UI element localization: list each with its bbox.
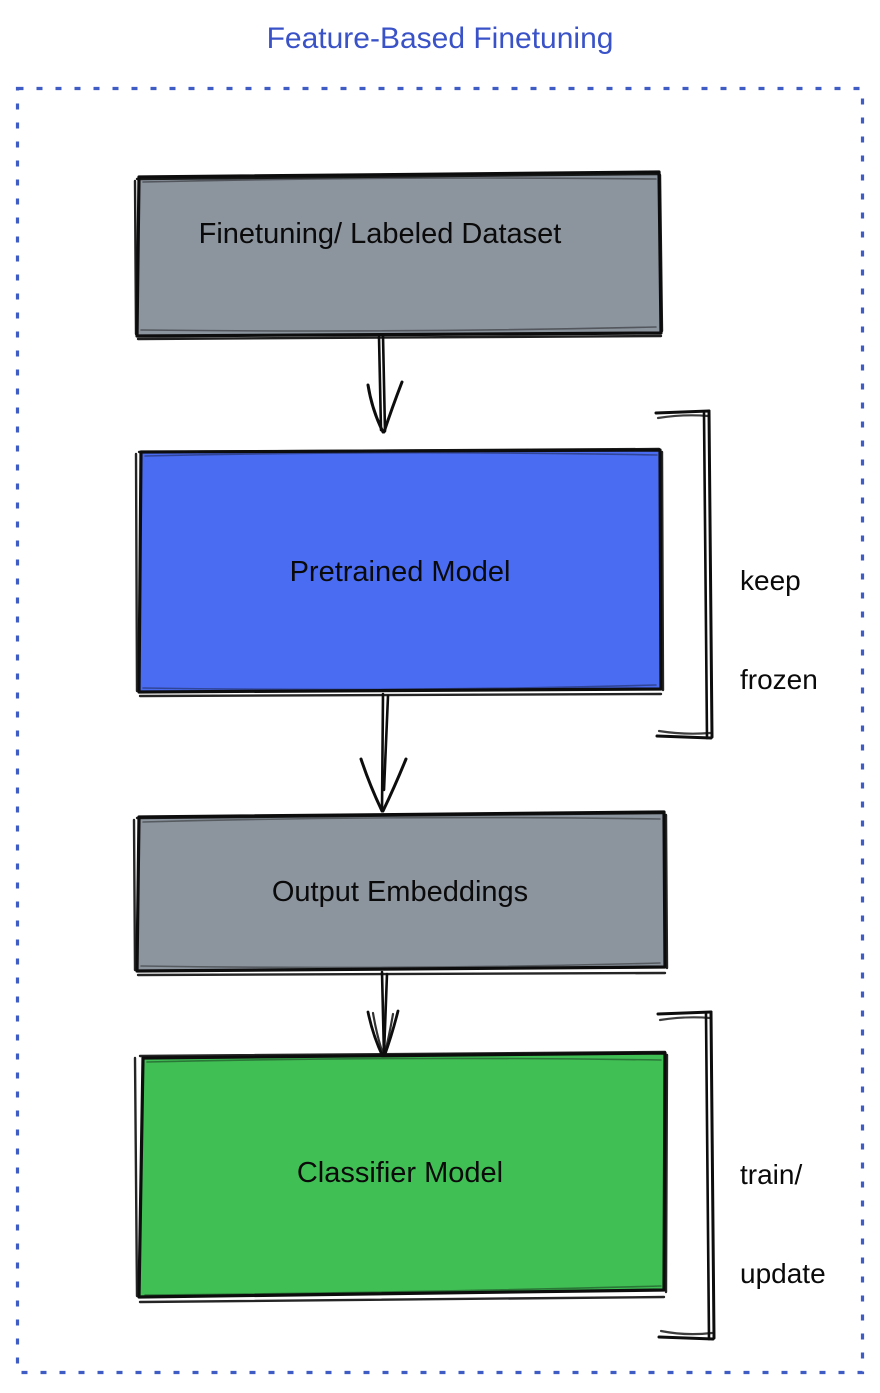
node-embeddings-sketch xyxy=(132,811,669,977)
node-dataset-sketch xyxy=(133,172,664,341)
node-classifier[interactable] xyxy=(133,1050,669,1304)
bracket-keep-frozen xyxy=(654,409,714,740)
node-dataset[interactable] xyxy=(133,170,664,341)
bracket-train-update xyxy=(656,1010,716,1341)
node-pretrained-label: Pretrained Model xyxy=(289,556,511,588)
node-classifier-label: Classifier Model xyxy=(296,1157,504,1189)
annotation-train-update-line1: train/ xyxy=(740,1159,803,1191)
node-classifier-sketch xyxy=(133,1050,669,1304)
annotation-keep-frozen-line2: frozen xyxy=(740,664,818,696)
node-dataset-shape xyxy=(135,170,663,338)
node-embeddings-sketch2 xyxy=(140,816,661,969)
node-pretrained-sketch2 xyxy=(142,451,658,691)
node-embeddings-label: Output Embeddings xyxy=(271,876,529,908)
node-classifier-shape xyxy=(137,1051,667,1299)
page-title: Feature-Based Finetuning xyxy=(266,22,614,55)
annotation-keep-frozen: keep frozen xyxy=(740,498,818,762)
annotation-train-update: train/ update xyxy=(740,1092,826,1356)
node-dataset-sketch2 xyxy=(140,177,657,332)
annotation-keep-frozen-line1: keep xyxy=(740,565,801,597)
annotation-train-update-line2: update xyxy=(740,1258,826,1290)
edge-pretrained-to-embeddings xyxy=(359,692,408,813)
dashed-region-border xyxy=(15,86,865,1375)
edge-dataset-to-pretrained xyxy=(366,334,404,434)
node-dataset-label: Finetuning/ Labeled Dataset xyxy=(198,218,562,250)
node-classifier-sketch2 xyxy=(144,1057,662,1296)
node-pretrained[interactable] xyxy=(134,447,665,698)
edge-embeddings-to-classifier xyxy=(366,970,400,1059)
node-pretrained-sketch xyxy=(134,447,665,698)
node-embeddings[interactable] xyxy=(132,810,669,977)
